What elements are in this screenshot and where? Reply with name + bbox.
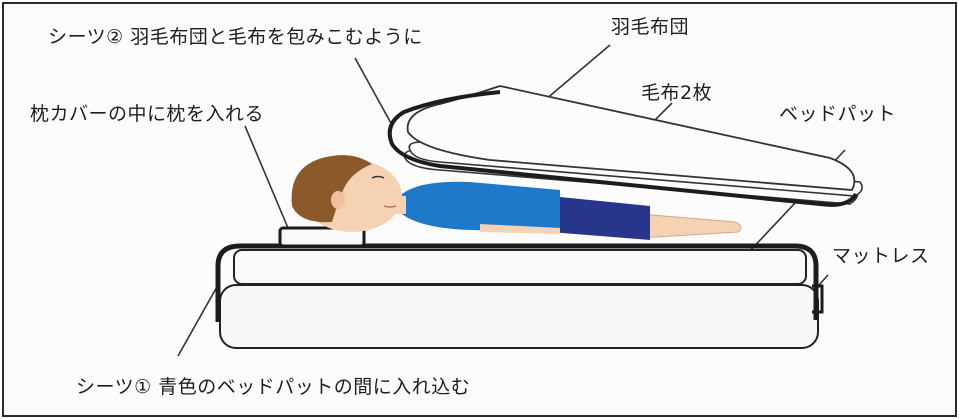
leader-pillow-cover xyxy=(244,125,289,229)
label-down-comforter: 羽毛布団 xyxy=(611,16,690,38)
down-comforter xyxy=(406,85,856,191)
sheet2-outline xyxy=(387,90,858,207)
label-sheet1: シーツ① 青色のベッドパットの間に入れ込む xyxy=(76,376,471,398)
person-shorts xyxy=(550,196,650,240)
leader-down-comforter xyxy=(544,44,611,101)
bed-pad xyxy=(233,249,807,285)
leader-sheet1 xyxy=(177,284,219,357)
leader-sheet2 xyxy=(354,57,393,126)
sheet1-outline xyxy=(215,243,819,322)
person-arm xyxy=(480,224,560,234)
label-blankets: 毛布2枚 xyxy=(641,82,713,104)
person-hair xyxy=(291,155,372,223)
label-bed-pad: ベッドパット xyxy=(779,103,897,125)
label-mattress: マットレス xyxy=(832,245,930,267)
person-legs xyxy=(639,213,742,239)
pillow xyxy=(278,226,366,248)
person-shirt xyxy=(402,181,560,232)
mattress xyxy=(219,284,819,349)
label-pillow-cover: 枕カバーの中に枕を入れる xyxy=(30,103,265,125)
label-sheet2: シーツ② 羽毛布団と毛布を包みこむように xyxy=(48,26,423,48)
